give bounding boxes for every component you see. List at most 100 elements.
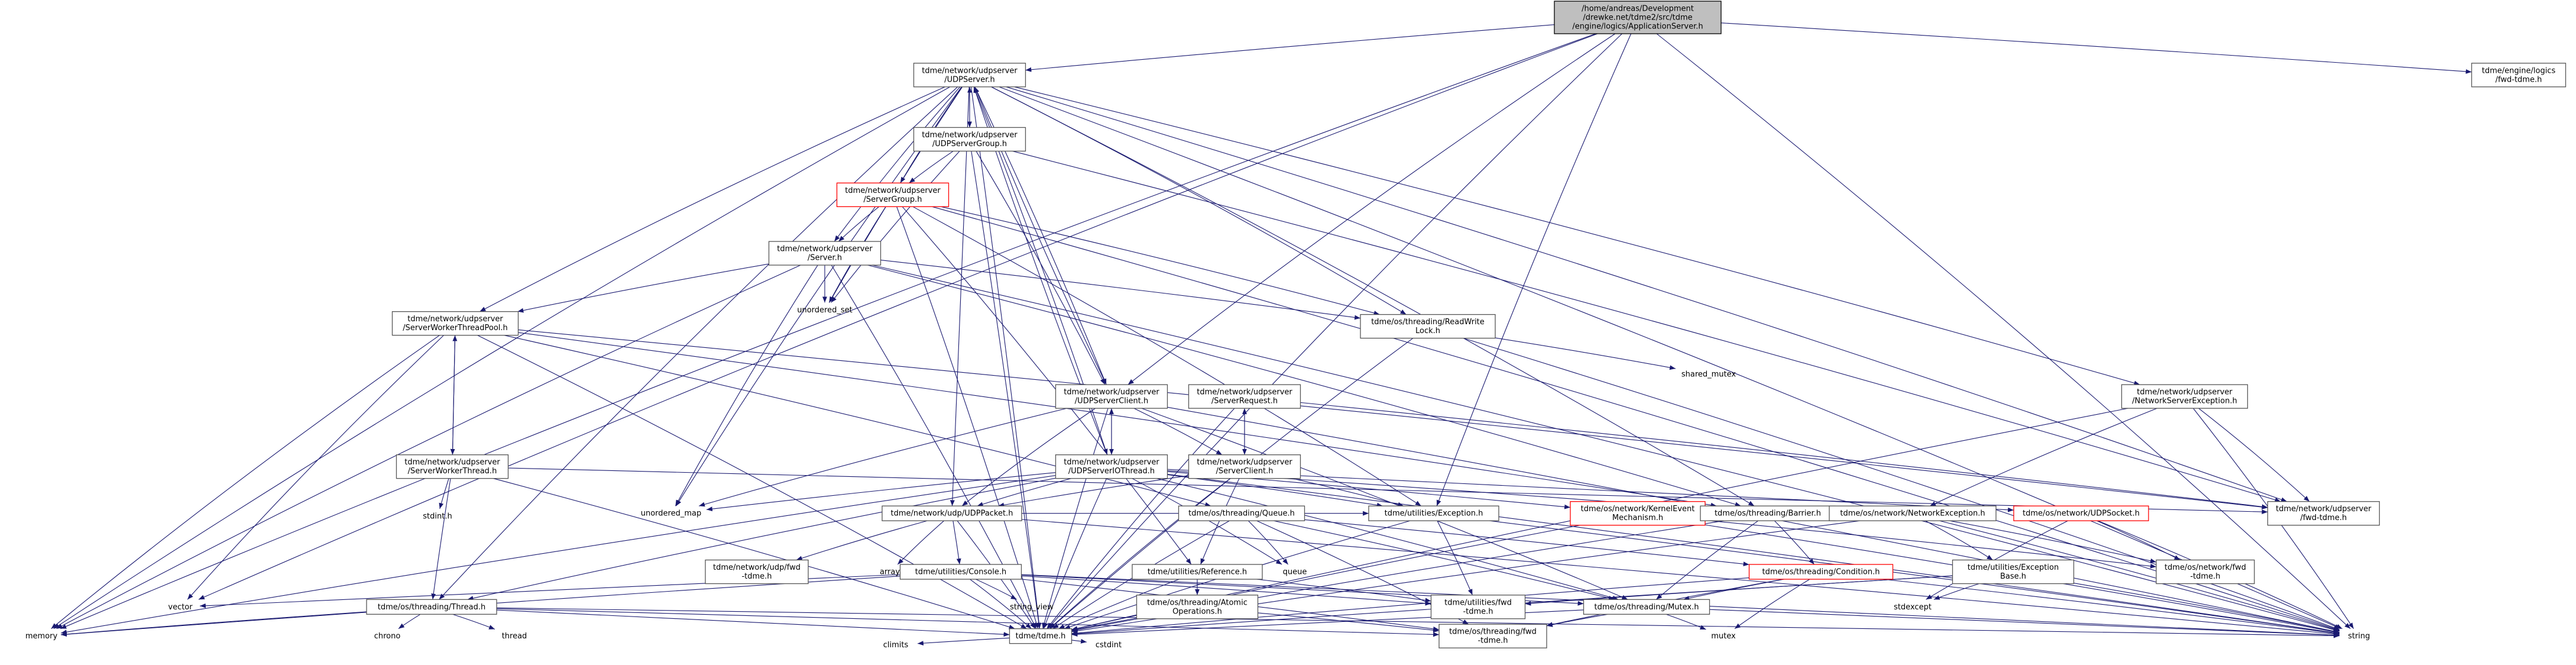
node-array: array	[880, 568, 900, 577]
node-label: string	[2348, 632, 2370, 641]
node-serverrequest[interactable]: tdme/network/udpserver/ServerRequest.h	[1188, 384, 1301, 409]
node-label: -tdme.h	[741, 572, 772, 581]
node-label: tdme/os/network/NetworkException.h	[1840, 509, 1985, 518]
node-threadingfwd[interactable]: tdme/os/threading/fwd-tdme.h	[1438, 624, 1547, 648]
edge-workerthread-to-tdmeh	[493, 478, 1015, 630]
node-server[interactable]: tdme/network/udpserver/Server.h	[768, 241, 882, 266]
node-exception[interactable]: tdme/utilities/Exception.h	[1368, 505, 1499, 521]
node-netserverexception[interactable]: tdme/network/udpserver/NetworkServerExce…	[2121, 384, 2248, 409]
edge-thread-to-memory	[60, 611, 367, 637]
node-workerthread[interactable]: tdme/network/udpserver/ServerWorkerThrea…	[396, 454, 509, 479]
edge-server-to-readwritelock	[880, 259, 1361, 320]
node-climits: climits	[883, 641, 909, 650]
node-label: /ServerRequest.h	[1211, 397, 1278, 406]
edge-udpserveriothread-to-tdmeh	[1043, 478, 1107, 629]
node-tdmeh[interactable]: tdme/tdme.h	[1009, 628, 1072, 644]
node-label: stdexcept	[1894, 603, 1932, 612]
node-box	[1583, 599, 1710, 615]
node-label: Operations.h	[1172, 607, 1222, 616]
node-utilitiesfwd[interactable]: tdme/utilities/fwd-tdme.h	[1430, 595, 1526, 619]
edge-appserver-to-logicsfwd	[1720, 22, 2472, 74]
edge-server-to-memory	[56, 264, 801, 630]
node-box	[1132, 564, 1263, 580]
edge-appserver-to-string	[1656, 33, 2351, 630]
node-udpserveriothread[interactable]: tdme/network/udpserver/UDPServerIOThread…	[1055, 454, 1168, 479]
edge-appserver-to-memory	[60, 33, 1596, 630]
node-box	[1188, 384, 1301, 409]
node-box	[1009, 628, 1072, 644]
node-label: /ServerClient.h	[1216, 467, 1273, 476]
node-workerpool[interactable]: tdme/network/udpserver/ServerWorkerThrea…	[391, 311, 519, 336]
node-box	[913, 63, 1026, 88]
node-box	[899, 564, 1022, 580]
node-logicsfwd[interactable]: tdme/engine/logics/fwd-tdme.h	[2471, 63, 2567, 88]
node-label: shared_mutex	[1681, 370, 1736, 379]
node-barrier[interactable]: tdme/os/threading/Barrier.h	[1700, 505, 1836, 521]
node-label: Mechanism.h	[1612, 514, 1663, 522]
node-label: unordered_set	[797, 306, 852, 315]
edge-udpserveriothread-to-exception	[1167, 474, 1383, 508]
edge-exception-to-utilitiesfwd	[1437, 520, 1473, 596]
node-udpserverclient[interactable]: tdme/network/udpserver/UDPServerClient.h	[1055, 384, 1168, 409]
node-stdint: stdint.h	[423, 512, 452, 521]
edge-udpservergroup-to-tdmeh	[971, 151, 1041, 629]
node-console[interactable]: tdme/utilities/Console.h	[899, 564, 1022, 580]
node-label: tdme/engine/logics	[2482, 66, 2556, 75]
edge-thread-to-string	[496, 607, 2340, 638]
edge-udpservergroup-to-servergroup	[909, 151, 954, 183]
edge-udpservergroup-to-udpserverfwd	[1012, 150, 2281, 502]
node-udpsocket[interactable]: tdme/os/network/UDPSocket.h	[2013, 505, 2149, 521]
edge-udpserverclient-to-mutex	[1141, 408, 1628, 600]
edge-udpserver-to-barrier	[991, 86, 1755, 506]
node-label: -tdme.h	[2190, 572, 2220, 581]
node-label: tdme/os/network/KernelEvent	[1581, 505, 1695, 514]
node-box	[2267, 501, 2380, 526]
node-label: /drewke.net/tdme2/src/tdme	[1583, 14, 1692, 22]
node-box	[1178, 505, 1305, 521]
node-serverclient[interactable]: tdme/network/udpserver/ServerClient.h	[1188, 454, 1301, 479]
edge-reference-to-tdmeh	[1058, 579, 1180, 630]
node-appserver[interactable]: /home/andreas/Development/drewke.net/tdm…	[1554, 1, 1722, 34]
edge-udpserver-to-readwritelock	[991, 86, 1407, 315]
node-box	[1700, 505, 1836, 521]
node-label: /UDPServerGroup.h	[932, 140, 1007, 149]
node-condition[interactable]: tdme/os/threading/Condition.h	[1748, 564, 1894, 580]
node-udpserverfwd[interactable]: tdme/network/udpserver/fwd-tdme.h	[2267, 501, 2380, 526]
node-udpfwd[interactable]: tdme/network/udp/fwd-tdme.h	[705, 559, 809, 585]
edge-udpserver-to-tdmeh	[970, 86, 1042, 629]
node-osnetworkfwd[interactable]: tdme/os/network/fwd-tdme.h	[2156, 559, 2255, 585]
edge-queue-to-mutex	[1274, 520, 1615, 601]
node-label: tdme/os/threading/Barrier.h	[1715, 509, 1821, 518]
node-udpservergroup[interactable]: tdme/network/udpserver/UDPServerGroup.h	[913, 127, 1026, 152]
node-label: tdme/network/udpserver	[922, 66, 1018, 75]
node-networkexception[interactable]: tdme/os/network/NetworkException.h	[1829, 505, 1997, 521]
node-mutex[interactable]: tdme/os/threading/Mutex.h	[1583, 599, 1710, 615]
edge-server-to-string	[872, 264, 2340, 632]
node-servergroup[interactable]: tdme/network/udpserver/ServerGroup.h	[836, 182, 950, 207]
node-box	[1952, 559, 2075, 585]
node-queue[interactable]: tdme/os/threading/Queue.h	[1178, 505, 1305, 521]
edge-udpserveriothread-to-thread	[467, 477, 1056, 601]
node-string: string	[2348, 632, 2370, 641]
edge-netserverexception-to-udpserverfwd	[2198, 408, 2310, 502]
node-box	[913, 127, 1026, 152]
node-label: stdint.h	[423, 512, 452, 521]
node-udppacket[interactable]: tdme/network/udp/UDPPacket.h	[882, 505, 1022, 521]
edge-appserver-to-exception	[1436, 33, 1632, 506]
node-thread[interactable]: tdme/os/threading/Thread.h	[366, 599, 497, 615]
edge-udpserverclient-to-unordered-map	[698, 408, 1067, 507]
node-box	[1188, 454, 1301, 479]
edge-serverrequest-to-udpserverfwd	[1300, 402, 2268, 509]
node-label: tdme/network/udpserver	[777, 245, 873, 254]
node-label: chrono	[374, 632, 401, 641]
edge-server-to-workerpool	[517, 263, 769, 313]
node-udpserver[interactable]: tdme/network/udpserver/UDPServer.h	[913, 63, 1026, 88]
node-label: Lock.h	[1415, 327, 1440, 335]
node-label: /fwd-tdme.h	[2496, 75, 2542, 84]
edge-thread-to-chrono	[398, 614, 421, 630]
node-reference[interactable]: tdme/utilities/Reference.h	[1132, 564, 1263, 580]
